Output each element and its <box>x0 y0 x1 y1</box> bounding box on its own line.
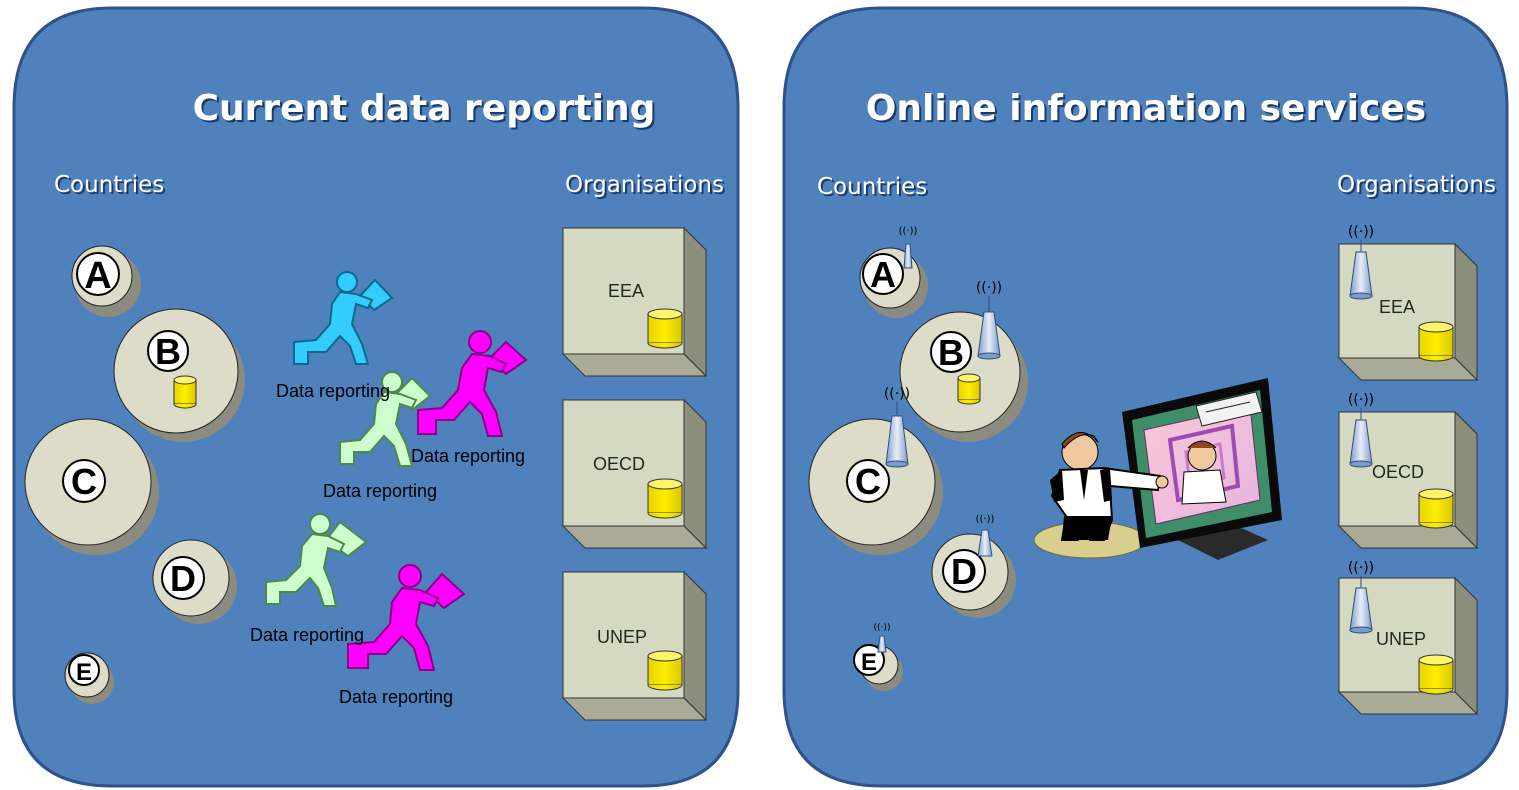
country-letter: A <box>870 254 896 295</box>
country-letter: D <box>951 551 977 592</box>
signal-glyph: ((·)) <box>1348 392 1374 408</box>
country-letter: D <box>170 558 196 599</box>
organisation-box-eea: EEA ((·)) <box>1337 224 1479 382</box>
organisation-label: UNEP <box>597 627 647 647</box>
database-icon <box>957 373 981 405</box>
database-icon <box>647 650 683 691</box>
courier-label: Data reporting <box>411 446 525 466</box>
organisation-box-oecd: OECD <box>561 398 708 550</box>
organisation-label: EEA <box>608 281 644 301</box>
antenna-icon: ((·)) <box>884 386 910 468</box>
signal-glyph: ((·)) <box>1348 560 1374 576</box>
country-node-d: D ((·)) <box>931 514 1016 618</box>
organisations-heading: Organisations <box>565 172 724 198</box>
country-node-d: D <box>152 539 237 624</box>
panel-online-services: Online information services Online infor… <box>782 6 1509 788</box>
country-letter: E <box>76 659 92 686</box>
organisation-label: UNEP <box>1376 629 1426 649</box>
organisation-label: EEA <box>1379 297 1415 317</box>
countries-heading-shadow: Countries <box>819 176 929 202</box>
country-node-e: E ((·)) <box>853 623 903 691</box>
courier-figure-icon <box>265 513 368 607</box>
antenna-icon: ((·)) <box>899 226 918 269</box>
courier-figure-icon <box>417 330 528 437</box>
courier-label: Data reporting <box>339 687 453 707</box>
country-node-c: C ((·)) <box>808 386 943 555</box>
courier-figure-icon <box>293 271 394 365</box>
panel-title: Online information services <box>866 88 1426 129</box>
organisations-heading-shadow: Organisations <box>1339 174 1498 200</box>
database-icon <box>173 375 197 409</box>
database-icon <box>647 308 683 349</box>
database-icon <box>1418 321 1454 362</box>
organisation-label: OECD <box>1372 462 1424 482</box>
courier-figure-icon <box>339 371 432 467</box>
countries-heading: Countries <box>54 172 164 198</box>
antenna-icon: ((·)) <box>1348 560 1374 634</box>
signal-glyph: ((·)) <box>1348 224 1374 240</box>
antenna-icon: ((·)) <box>976 514 995 557</box>
countries-heading: Countries <box>817 174 927 200</box>
panel-title-shadow: Current data reporting <box>195 90 658 131</box>
panel-current-reporting: Current data reporting Current data repo… <box>12 6 740 788</box>
antenna-icon: ((·)) <box>1348 224 1374 300</box>
country-letter: E <box>861 649 877 676</box>
signal-glyph: ((·)) <box>884 386 910 402</box>
courier-label: Data reporting <box>276 381 390 401</box>
courier-label: Data reporting <box>250 625 364 645</box>
organisation-box-oecd: OECD ((·)) <box>1337 392 1479 550</box>
signal-glyph: ((·)) <box>976 280 1002 296</box>
country-node-e: E <box>64 652 114 704</box>
country-node-b: B <box>113 308 245 442</box>
signal-glyph: ((·)) <box>874 623 891 633</box>
database-icon <box>1418 654 1454 695</box>
organisation-box-eea: EEA <box>561 226 708 378</box>
panel-title-shadow: Online information services <box>868 90 1428 131</box>
country-letter: A <box>84 255 111 297</box>
signal-glyph: ((·)) <box>976 514 995 525</box>
organisations-heading-shadow: Organisations <box>567 174 726 200</box>
organisation-box-unep: UNEP ((·)) <box>1337 560 1479 716</box>
database-icon <box>1418 488 1454 529</box>
antenna-icon: ((·)) <box>976 280 1002 360</box>
organisation-box-unep: UNEP <box>561 570 708 722</box>
country-node-a: A ((·)) <box>859 226 928 318</box>
organisations-heading: Organisations <box>1337 172 1496 198</box>
presenter-computer-icon <box>1033 378 1282 560</box>
courier-figure-icon <box>347 564 466 671</box>
country-node-a: A <box>71 245 141 317</box>
database-icon <box>647 478 683 519</box>
courier-label: Data reporting <box>323 481 437 501</box>
antenna-icon: ((·)) <box>1348 392 1374 468</box>
signal-glyph: ((·)) <box>899 226 918 237</box>
country-letter: C <box>855 461 881 502</box>
country-letter: C <box>71 461 97 502</box>
country-letter: B <box>938 332 964 373</box>
country-node-b: B ((·)) <box>899 280 1028 442</box>
antenna-icon: ((·)) <box>874 623 891 653</box>
organisation-label: OECD <box>593 454 645 474</box>
panel-title: Current data reporting <box>193 88 656 129</box>
country-letter: B <box>155 331 181 372</box>
countries-heading-shadow: Countries <box>56 174 166 200</box>
country-node-c: C <box>24 418 159 555</box>
